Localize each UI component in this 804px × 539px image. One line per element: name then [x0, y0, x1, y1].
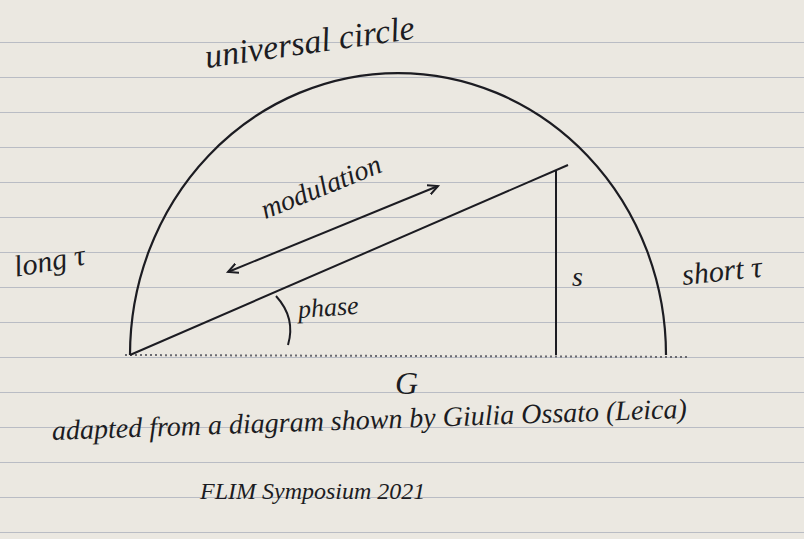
- g-axis: [125, 355, 688, 357]
- short-tau-label: short τ: [680, 250, 763, 291]
- phase-angle-arc: [276, 296, 290, 345]
- phasor-vector: [130, 165, 568, 355]
- universal-circle-arc: [130, 73, 666, 355]
- s-axis-label: s: [572, 262, 583, 293]
- caption-note: adapted from a diagram shown by Giulia O…: [51, 394, 687, 447]
- source-note: FLIM Symposium 2021: [200, 478, 425, 504]
- s-projection: [555, 170, 557, 355]
- long-tau-label: long τ: [11, 238, 87, 283]
- g-axis-label: G: [395, 366, 418, 401]
- arc-label: universal circle: [202, 9, 416, 75]
- phase-label: phase: [297, 292, 360, 325]
